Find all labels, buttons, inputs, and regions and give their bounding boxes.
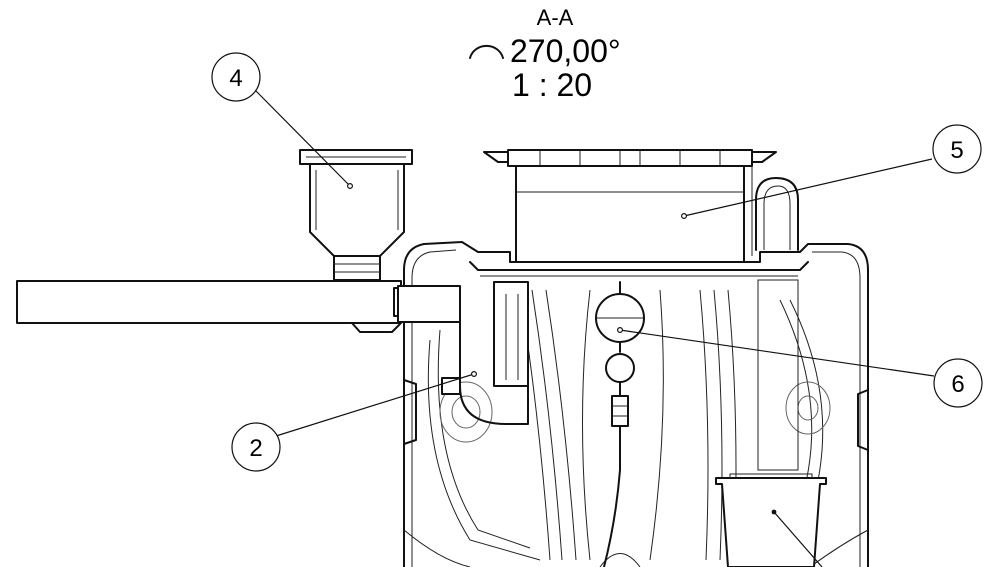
lid-cover — [483, 149, 799, 263]
internal-elbow — [441, 281, 529, 425]
section-title-block: A-A 270,00° 1 : 20 — [469, 5, 621, 103]
funnel-inlet — [299, 149, 413, 281]
section-rotation: 270,00° — [510, 33, 621, 69]
section-scale: 1 : 20 — [512, 67, 592, 103]
rotate-ccw-arc-icon — [469, 44, 504, 59]
inlet-pipe — [16, 280, 461, 333]
leader-offscreen — [773, 511, 823, 567]
callout-2-number: 2 — [249, 435, 262, 462]
float-switch — [595, 281, 645, 567]
callout-4: 4 — [211, 52, 354, 190]
callout-6-number: 6 — [951, 371, 964, 398]
callout-5: 5 — [680, 124, 982, 220]
section-label: A-A — [537, 5, 574, 30]
callout-2: 2 — [231, 371, 478, 472]
collection-basket — [715, 473, 827, 567]
callout-4-number: 4 — [229, 65, 242, 92]
tank-body — [403, 241, 869, 567]
callout-5-number: 5 — [950, 137, 963, 164]
callout-6: 6 — [616, 327, 983, 408]
